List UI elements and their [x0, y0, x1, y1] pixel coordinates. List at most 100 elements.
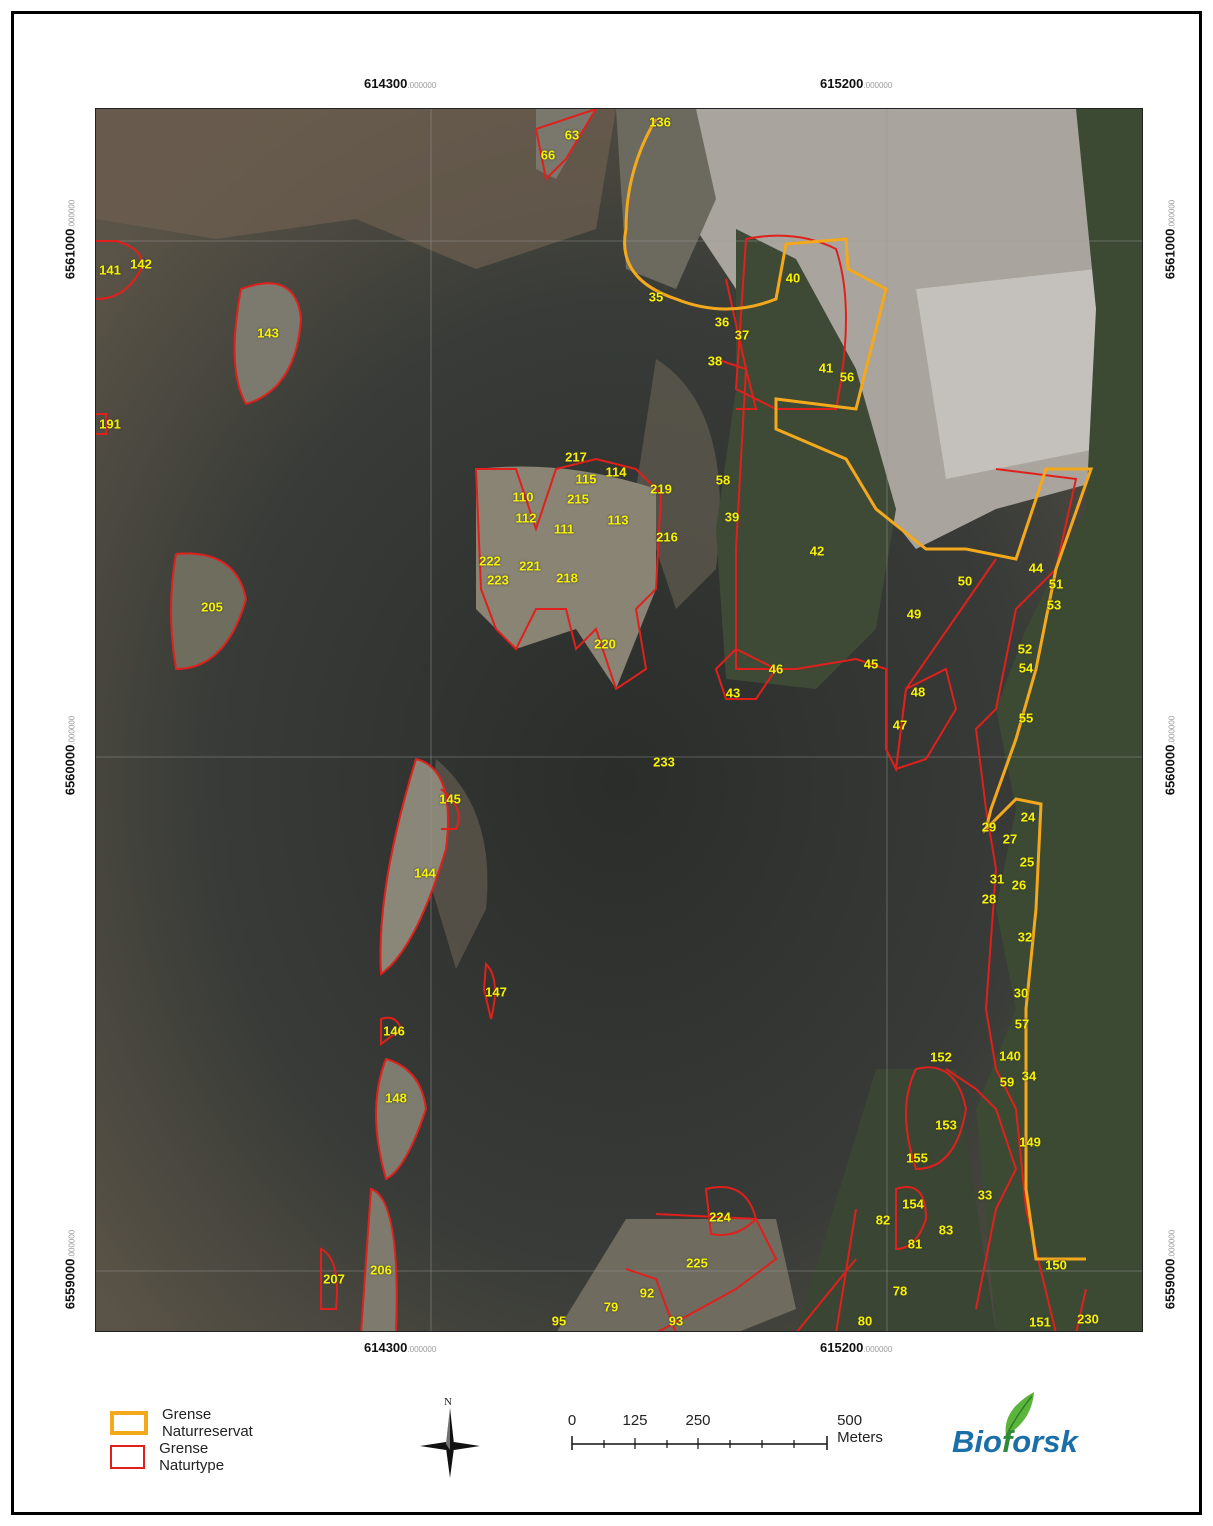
map-label[interactable]: 51 — [1048, 576, 1064, 592]
map-label[interactable]: 53 — [1046, 597, 1062, 613]
coord-right-1: 6561000.000000 — [1162, 199, 1178, 280]
scale-label: 250 — [685, 1412, 711, 1429]
map-label[interactable]: 40 — [785, 270, 801, 286]
map-label[interactable]: 45 — [863, 656, 879, 672]
map-label[interactable]: 224 — [709, 1209, 731, 1225]
map-label[interactable]: 221 — [519, 558, 541, 574]
map-label[interactable]: 220 — [594, 636, 616, 652]
map-label[interactable]: 47 — [892, 717, 908, 733]
map-label[interactable]: 136 — [649, 114, 671, 130]
map-label[interactable]: 35 — [648, 289, 664, 305]
map-label[interactable]: 142 — [130, 256, 152, 272]
map-label[interactable]: 143 — [257, 325, 279, 341]
map-label[interactable]: 33 — [977, 1187, 993, 1203]
map-label[interactable]: 93 — [668, 1313, 684, 1329]
map-label[interactable]: 44 — [1028, 560, 1044, 576]
logo-text: Bioforsk — [952, 1424, 1078, 1459]
map-label[interactable]: 154 — [902, 1196, 924, 1212]
map-label[interactable]: 149 — [1019, 1134, 1041, 1150]
legend-swatch-reserve — [110, 1411, 148, 1435]
map-label[interactable]: 153 — [935, 1117, 957, 1133]
map-label[interactable]: 207 — [323, 1271, 345, 1287]
aerial-map[interactable]: 136 63 66 141 142 143 191 35 36 37 38 40… — [95, 108, 1143, 1332]
scale-bar: 0 125 250 500 Meters — [565, 1412, 895, 1452]
island-113 — [476, 466, 656, 689]
map-label[interactable]: 50 — [957, 573, 973, 589]
map-label[interactable]: 42 — [809, 543, 825, 559]
map-label[interactable]: 191 — [99, 416, 121, 432]
map-label[interactable]: 222 — [479, 553, 501, 569]
map-label[interactable]: 146 — [383, 1023, 405, 1039]
map-label[interactable]: 56 — [839, 369, 855, 385]
map-label[interactable]: 26 — [1011, 877, 1027, 893]
map-label[interactable]: 79 — [603, 1299, 619, 1315]
map-label[interactable]: 147 — [485, 984, 507, 1000]
field-area — [916, 269, 1096, 479]
map-label[interactable]: 30 — [1013, 985, 1029, 1001]
map-label[interactable]: 48 — [910, 684, 926, 700]
map-label[interactable]: 66 — [540, 147, 556, 163]
map-label[interactable]: 216 — [656, 529, 678, 545]
map-label[interactable]: 140 — [999, 1048, 1021, 1064]
map-label[interactable]: 81 — [907, 1236, 923, 1252]
map-label[interactable]: 92 — [639, 1285, 655, 1301]
map-label[interactable]: 218 — [556, 570, 578, 586]
map-label[interactable]: 114 — [605, 464, 627, 480]
map-label[interactable]: 233 — [653, 754, 675, 770]
map-label[interactable]: 37 — [734, 327, 750, 343]
map-label[interactable]: 113 — [607, 512, 629, 528]
reserve-boundaries — [623, 118, 1094, 1261]
island-225 — [557, 1219, 796, 1331]
map-label[interactable]: 152 — [930, 1049, 952, 1065]
map-label[interactable]: 41 — [818, 360, 834, 376]
map-label[interactable]: 38 — [707, 353, 723, 369]
map-label[interactable]: 46 — [768, 661, 784, 677]
map-label[interactable]: 82 — [875, 1212, 891, 1228]
coord-top-1: 614300.000000 — [364, 76, 437, 91]
map-label[interactable]: 219 — [650, 481, 672, 497]
map-label[interactable]: 115 — [575, 471, 597, 487]
map-label[interactable]: 36 — [714, 314, 730, 330]
map-label[interactable]: 54 — [1018, 660, 1034, 676]
map-label[interactable]: 55 — [1018, 710, 1034, 726]
map-label[interactable]: 205 — [201, 599, 223, 615]
map-label[interactable]: 155 — [906, 1150, 928, 1166]
map-label[interactable]: 43 — [725, 685, 741, 701]
map-label[interactable]: 39 — [724, 509, 740, 525]
map-label[interactable]: 217 — [565, 449, 587, 465]
map-label[interactable]: 112 — [515, 510, 537, 526]
map-label[interactable]: 59 — [999, 1074, 1015, 1090]
map-label[interactable]: 25 — [1019, 854, 1035, 870]
map-label[interactable]: 95 — [551, 1313, 567, 1329]
map-label[interactable]: 83 — [938, 1222, 954, 1238]
map-label[interactable]: 29 — [981, 819, 997, 835]
map-label[interactable]: 34 — [1021, 1068, 1037, 1084]
map-label[interactable]: 110 — [512, 489, 534, 505]
map-label[interactable]: 24 — [1020, 809, 1036, 825]
map-label[interactable]: 206 — [370, 1262, 392, 1278]
map-label[interactable]: 223 — [487, 572, 509, 588]
map-label[interactable]: 32 — [1017, 929, 1033, 945]
legend-swatch-naturtype — [110, 1445, 146, 1469]
map-label[interactable]: 225 — [686, 1255, 708, 1271]
map-label[interactable]: 31 — [989, 871, 1005, 887]
coord-right-2: 6560000.000000 — [1162, 715, 1178, 796]
map-label[interactable]: 151 — [1029, 1314, 1051, 1330]
map-label[interactable]: 52 — [1017, 641, 1033, 657]
map-label[interactable]: 150 — [1045, 1257, 1067, 1273]
map-label[interactable]: 28 — [981, 891, 997, 907]
map-label[interactable]: 80 — [857, 1313, 873, 1329]
map-label[interactable]: 111 — [553, 521, 575, 537]
map-label[interactable]: 148 — [385, 1090, 407, 1106]
map-label[interactable]: 27 — [1002, 831, 1018, 847]
map-label[interactable]: 144 — [414, 865, 436, 881]
map-label[interactable]: 63 — [564, 127, 580, 143]
map-label[interactable]: 141 — [99, 262, 121, 278]
map-label[interactable]: 215 — [567, 491, 589, 507]
map-label[interactable]: 57 — [1014, 1016, 1030, 1032]
map-label[interactable]: 78 — [892, 1283, 908, 1299]
map-label[interactable]: 230 — [1077, 1311, 1099, 1327]
map-label[interactable]: 49 — [906, 606, 922, 622]
map-label[interactable]: 145 — [439, 791, 461, 807]
map-label[interactable]: 58 — [715, 472, 731, 488]
